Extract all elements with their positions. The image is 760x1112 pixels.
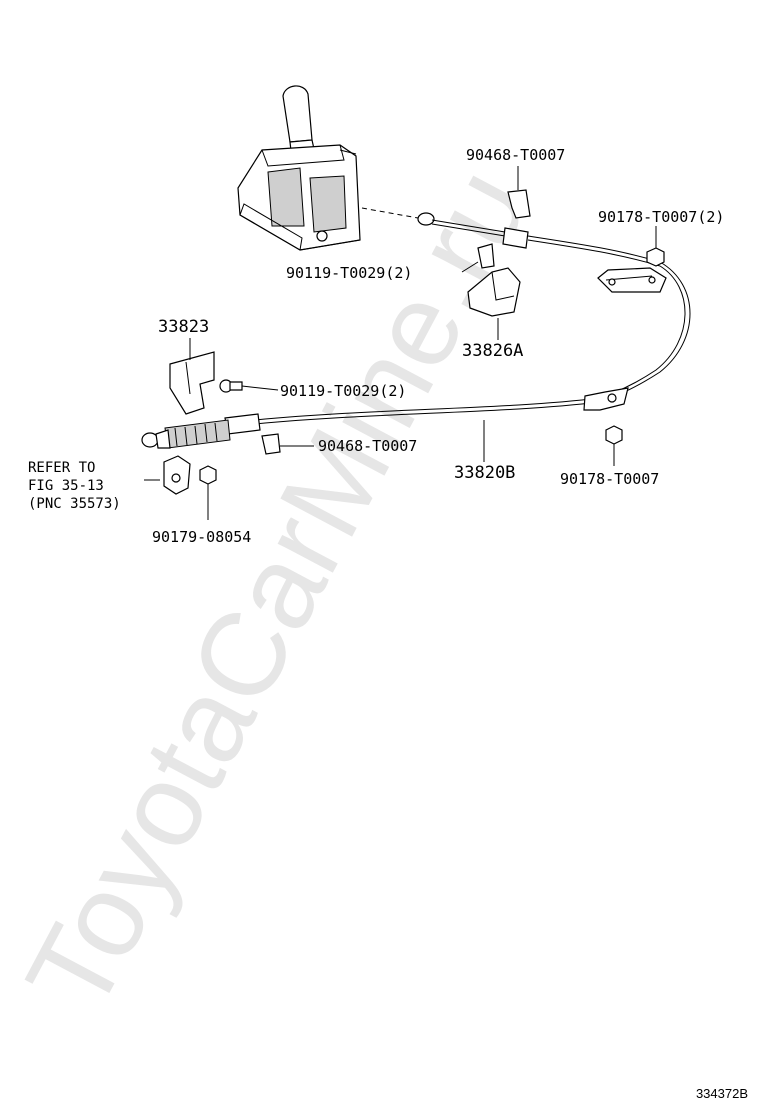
shift-cable: [141, 212, 691, 449]
label-clip-upper: 90468-T0007: [466, 146, 565, 164]
label-bolt-upper: 90119-T0029(2): [286, 264, 412, 282]
bracket-33826a: [467, 267, 521, 340]
label-nut-small: 90179-08054: [152, 528, 251, 546]
shift-lever-assembly: [237, 85, 361, 251]
bolt-left: [219, 379, 279, 393]
label-cable: 33820B: [454, 463, 515, 483]
cable-mount-bracket: [597, 267, 667, 293]
label-bolt-left: 90119-T0029(2): [280, 382, 406, 400]
nut-upper: [646, 226, 665, 267]
cable-clamp: [144, 455, 191, 495]
watermark-text: ToyotaCarMine.ru: [1, 148, 555, 1032]
clip-lower: [261, 433, 314, 455]
bolt-upper: [461, 243, 495, 273]
bracket-33823: [169, 338, 215, 415]
illustration-number: 334372B: [696, 1086, 748, 1101]
label-nut-upper: 90178-T0007(2): [598, 208, 724, 226]
reference-line-3: (PNC 35573): [28, 496, 121, 512]
label-bracket-33826a: 33826A: [462, 341, 523, 361]
label-nut-lower: 90178-T0007: [560, 470, 659, 488]
clip-upper: [507, 166, 531, 219]
label-bracket-33823: 33823: [158, 317, 209, 337]
reference-line-2: FIG 35-13: [28, 478, 104, 494]
label-clip-lower: 90468-T0007: [318, 437, 417, 455]
reference-line-1: REFER TO: [28, 460, 95, 476]
nut-small: [199, 465, 217, 520]
nut-lower: [605, 425, 623, 466]
connection-dashed-line: [361, 207, 419, 219]
